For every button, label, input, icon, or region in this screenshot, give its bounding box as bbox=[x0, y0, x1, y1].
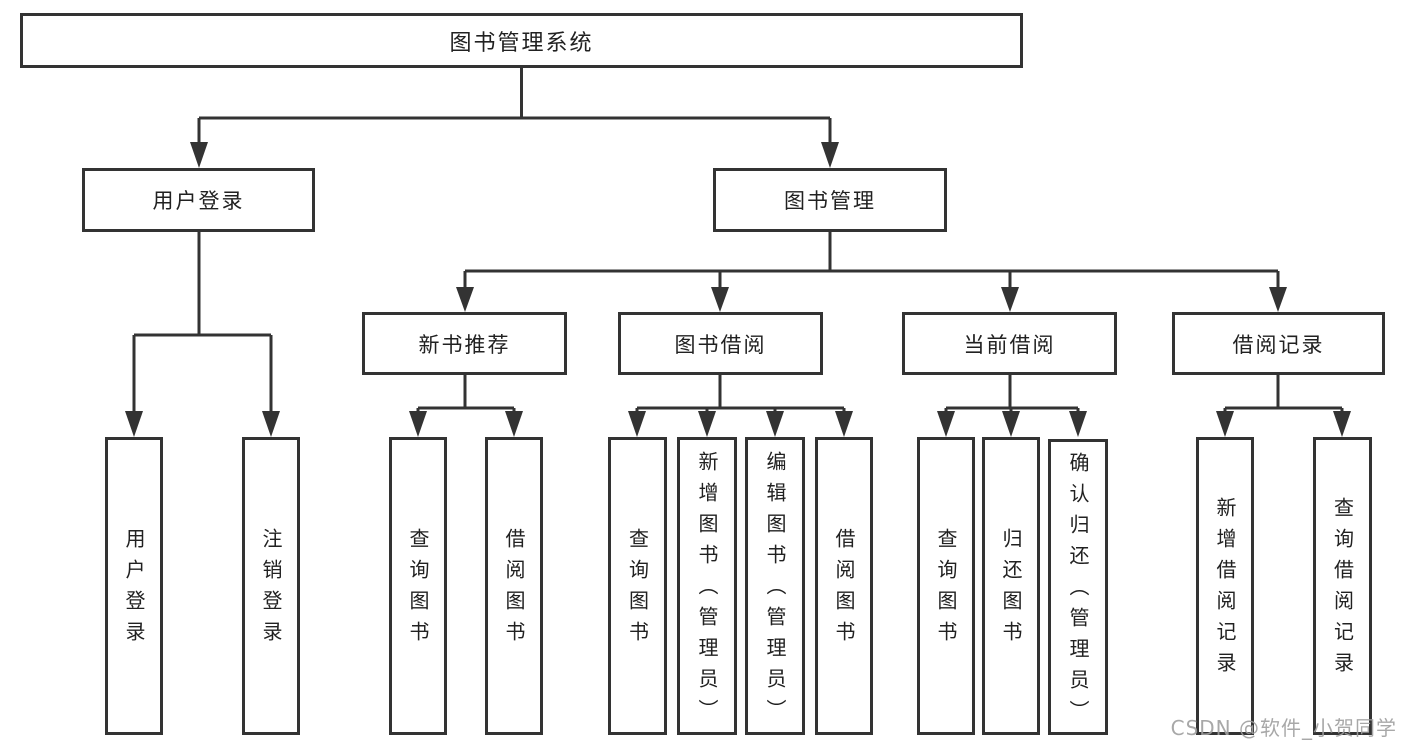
node-leaf-user-login: 用户登录 bbox=[105, 437, 163, 735]
connector-current-borrow-branch bbox=[944, 375, 1080, 414]
node-leaf-add-book-admin: 新增图书（管理员） bbox=[677, 437, 737, 735]
node-leaf-edit-book-admin: 编辑图书（管理员） bbox=[745, 437, 805, 735]
node-book-borrow: 图书借阅 bbox=[618, 312, 823, 375]
arrow-down-icon bbox=[821, 142, 839, 168]
node-new-book-recommend: 新书推荐 bbox=[362, 312, 567, 375]
connector-new-book-rec-branch bbox=[416, 375, 516, 414]
arrow-down-icon bbox=[1333, 411, 1351, 437]
node-user-login: 用户登录 bbox=[82, 168, 315, 232]
arrow-down-icon bbox=[1069, 411, 1087, 437]
node-leaf-return-book: 归还图书 bbox=[982, 437, 1040, 735]
node-leaf-query-book-2: 查询图书 bbox=[608, 437, 667, 735]
watermark: CSDN @软件_小贺同学 bbox=[1170, 716, 1397, 740]
arrow-down-icon bbox=[711, 287, 729, 312]
node-leaf-query-book-1: 查询图书 bbox=[389, 437, 447, 735]
node-library-system: 图书管理系统 bbox=[20, 13, 1023, 68]
node-leaf-borrow-book-1: 借阅图书 bbox=[485, 437, 543, 735]
arrow-down-icon bbox=[628, 411, 646, 437]
node-leaf-logout: 注销登录 bbox=[242, 437, 300, 735]
node-book-management: 图书管理 bbox=[713, 168, 947, 232]
arrow-down-icon bbox=[698, 411, 716, 437]
node-current-borrow: 当前借阅 bbox=[902, 312, 1117, 375]
arrow-down-icon bbox=[190, 142, 208, 168]
arrow-down-icon bbox=[456, 287, 474, 312]
connector-borrow-record-branch bbox=[1223, 375, 1344, 414]
arrow-down-icon bbox=[1216, 411, 1234, 437]
connector-book-borrow-branch bbox=[635, 375, 846, 414]
node-leaf-add-borrow-record: 新增借阅记录 bbox=[1196, 437, 1254, 735]
arrow-down-icon bbox=[1001, 287, 1019, 312]
arrow-down-icon bbox=[1002, 411, 1020, 437]
node-leaf-confirm-return-admin: 确认归还（管理员） bbox=[1048, 439, 1108, 735]
arrow-down-icon bbox=[937, 411, 955, 437]
connector-root-to-level2 bbox=[197, 68, 832, 144]
node-leaf-query-borrow-record: 查询借阅记录 bbox=[1313, 437, 1372, 735]
arrow-down-icon bbox=[409, 411, 427, 437]
arrow-down-icon bbox=[835, 411, 853, 437]
node-leaf-query-book-3: 查询图书 bbox=[917, 437, 975, 735]
arrow-down-icon bbox=[1269, 287, 1287, 312]
arrow-down-icon bbox=[766, 411, 784, 437]
node-borrow-record: 借阅记录 bbox=[1172, 312, 1385, 375]
arrow-down-icon bbox=[125, 411, 143, 437]
arrow-down-icon bbox=[505, 411, 523, 437]
node-leaf-borrow-book-2: 借阅图书 bbox=[815, 437, 873, 735]
connector-user-login-branch bbox=[132, 232, 273, 413]
connector-book-mgmt-branch bbox=[463, 232, 1280, 289]
arrow-down-icon bbox=[262, 411, 280, 437]
